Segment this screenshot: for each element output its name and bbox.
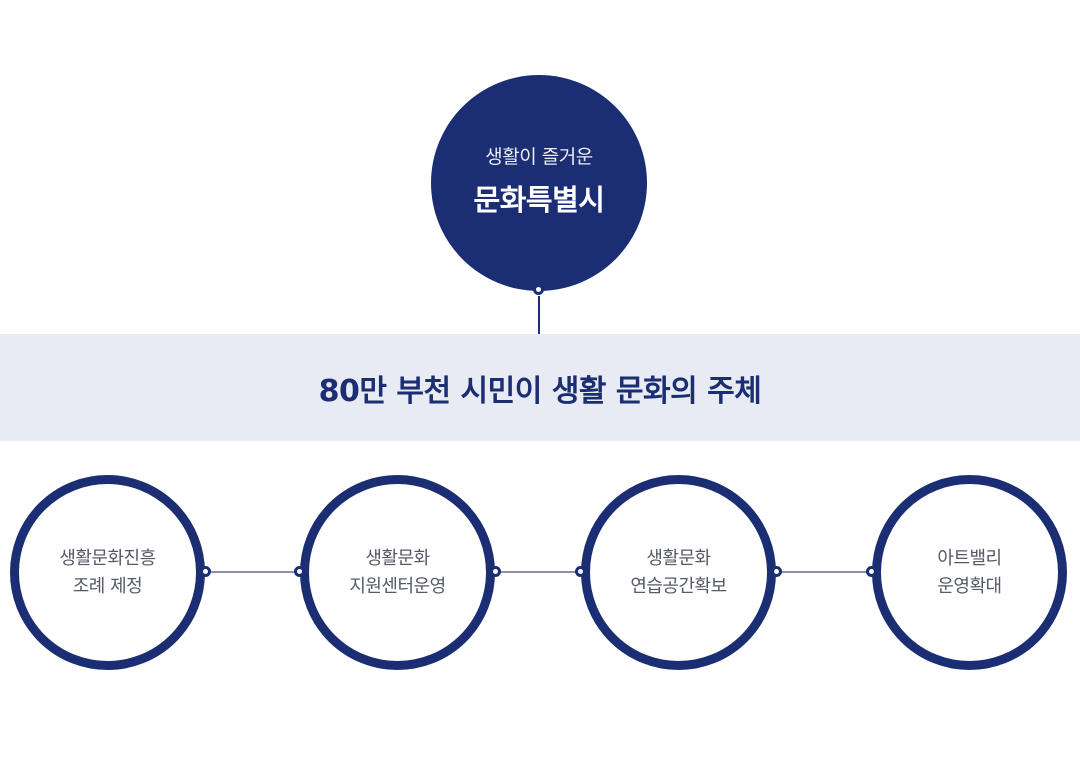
strategy-1-line2: 조례 제정: [72, 575, 143, 597]
strategy-4-line2: 운영확대: [937, 575, 1002, 597]
strategy-4-label: 아트밸리 운영확대: [937, 545, 1002, 601]
vision-connector-dot: [533, 284, 544, 295]
strategy-2-label: 생활문화 지원센터운영: [349, 545, 446, 601]
strategy-1-label: 생활문화진흥 조례 제정: [59, 545, 156, 601]
connector-line-3-4: [781, 571, 873, 573]
vision-circle: 생활이 즐거운 문화특별시: [431, 75, 647, 291]
connector-dot-4-left: [866, 566, 877, 577]
vision-title: 문화특별시: [473, 182, 605, 217]
connector-line-2-3: [500, 571, 580, 573]
connector-dot-2-right: [490, 566, 501, 577]
connector-dot-2-left: [294, 566, 305, 577]
connector-line-1-2: [210, 571, 300, 573]
strategy-ring-3: 생활문화 연습공간확보: [581, 475, 776, 670]
connector-dot-3-left: [575, 566, 586, 577]
goal-banner: 80만 부천 시민이 생활 문화의 주체: [0, 334, 1080, 441]
strategy-2-line2: 지원센터운영: [349, 575, 446, 597]
strategy-3-line2: 연습공간확보: [630, 575, 727, 597]
strategy-ring-4: 아트밸리 운영확대: [872, 475, 1067, 670]
vision-connector-line: [538, 296, 540, 334]
vision-subtitle: 생활이 즐거운: [485, 145, 593, 168]
connector-dot-1-right: [200, 566, 211, 577]
connector-dot-3-right: [771, 566, 782, 577]
strategy-3-label: 생활문화 연습공간확보: [630, 545, 727, 601]
strategy-2-line1: 생활문화: [365, 547, 430, 569]
strategy-ring-2: 생활문화 지원센터운영: [300, 475, 495, 670]
strategy-ring-1: 생활문화진흥 조례 제정: [10, 475, 205, 670]
goal-banner-text: 80만 부천 시민이 생활 문화의 주체: [318, 373, 762, 409]
strategy-4-line1: 아트밸리: [937, 547, 1002, 569]
strategy-3-line1: 생활문화: [646, 547, 711, 569]
strategy-1-line1: 생활문화진흥: [59, 547, 156, 569]
